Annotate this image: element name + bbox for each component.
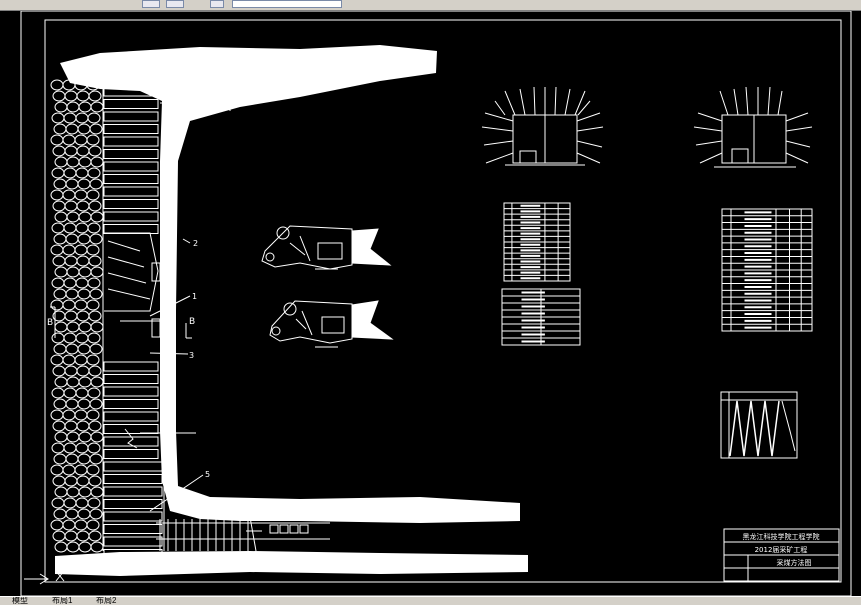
tab-layout2[interactable]: 布局2: [96, 596, 117, 605]
bottom-roadway: [55, 551, 528, 576]
leader-lines: [50, 238, 204, 512]
shearer-detail: [104, 232, 161, 338]
hydraulic-supports: [102, 85, 165, 559]
cycle-chart: [720, 391, 798, 459]
goaf-rock-fill: [50, 79, 104, 553]
section-b-right: B: [189, 317, 195, 327]
snap-button[interactable]: [232, 0, 342, 8]
roadway-section-left: [481, 86, 604, 166]
title-line-2: 2012届采矿工程: [755, 545, 808, 554]
data-tables: [501, 202, 813, 346]
layer-button[interactable]: [142, 0, 160, 8]
ucs-icon: [24, 570, 65, 585]
outer-frame: [20, 11, 852, 596]
label-3: 3: [189, 351, 194, 360]
bottom-conveyor: [156, 516, 330, 552]
shearer-elevation-1: [261, 225, 392, 270]
properties-button[interactable]: [166, 0, 184, 8]
label-5: 5: [205, 470, 210, 479]
cad-drawing: 2 1 3 5 B B: [20, 11, 852, 596]
label-2: 2: [193, 239, 198, 248]
inner-frame: [44, 19, 842, 583]
shearer-elevation-2: [269, 300, 394, 348]
layout-tabs-bar: 模型 布局1 布局2: [0, 596, 861, 605]
drawing-canvas[interactable]: 2 1 3 5 B B: [0, 11, 861, 596]
toolbar: [0, 0, 861, 11]
dropdown-button[interactable]: [210, 0, 224, 8]
title-line-1: 黑龙江科技学院工程学院: [743, 532, 820, 541]
roadway-shape: [60, 45, 520, 523]
label-1: 1: [192, 292, 197, 301]
title-block: [723, 528, 840, 582]
top-conveyor: [160, 85, 246, 111]
roadway-section-right: [693, 86, 813, 168]
tab-layout1[interactable]: 布局1: [52, 596, 73, 605]
section-b-left: B: [47, 318, 53, 328]
tab-model[interactable]: 模型: [12, 596, 28, 605]
title-line-3: 采煤方法图: [777, 558, 812, 567]
